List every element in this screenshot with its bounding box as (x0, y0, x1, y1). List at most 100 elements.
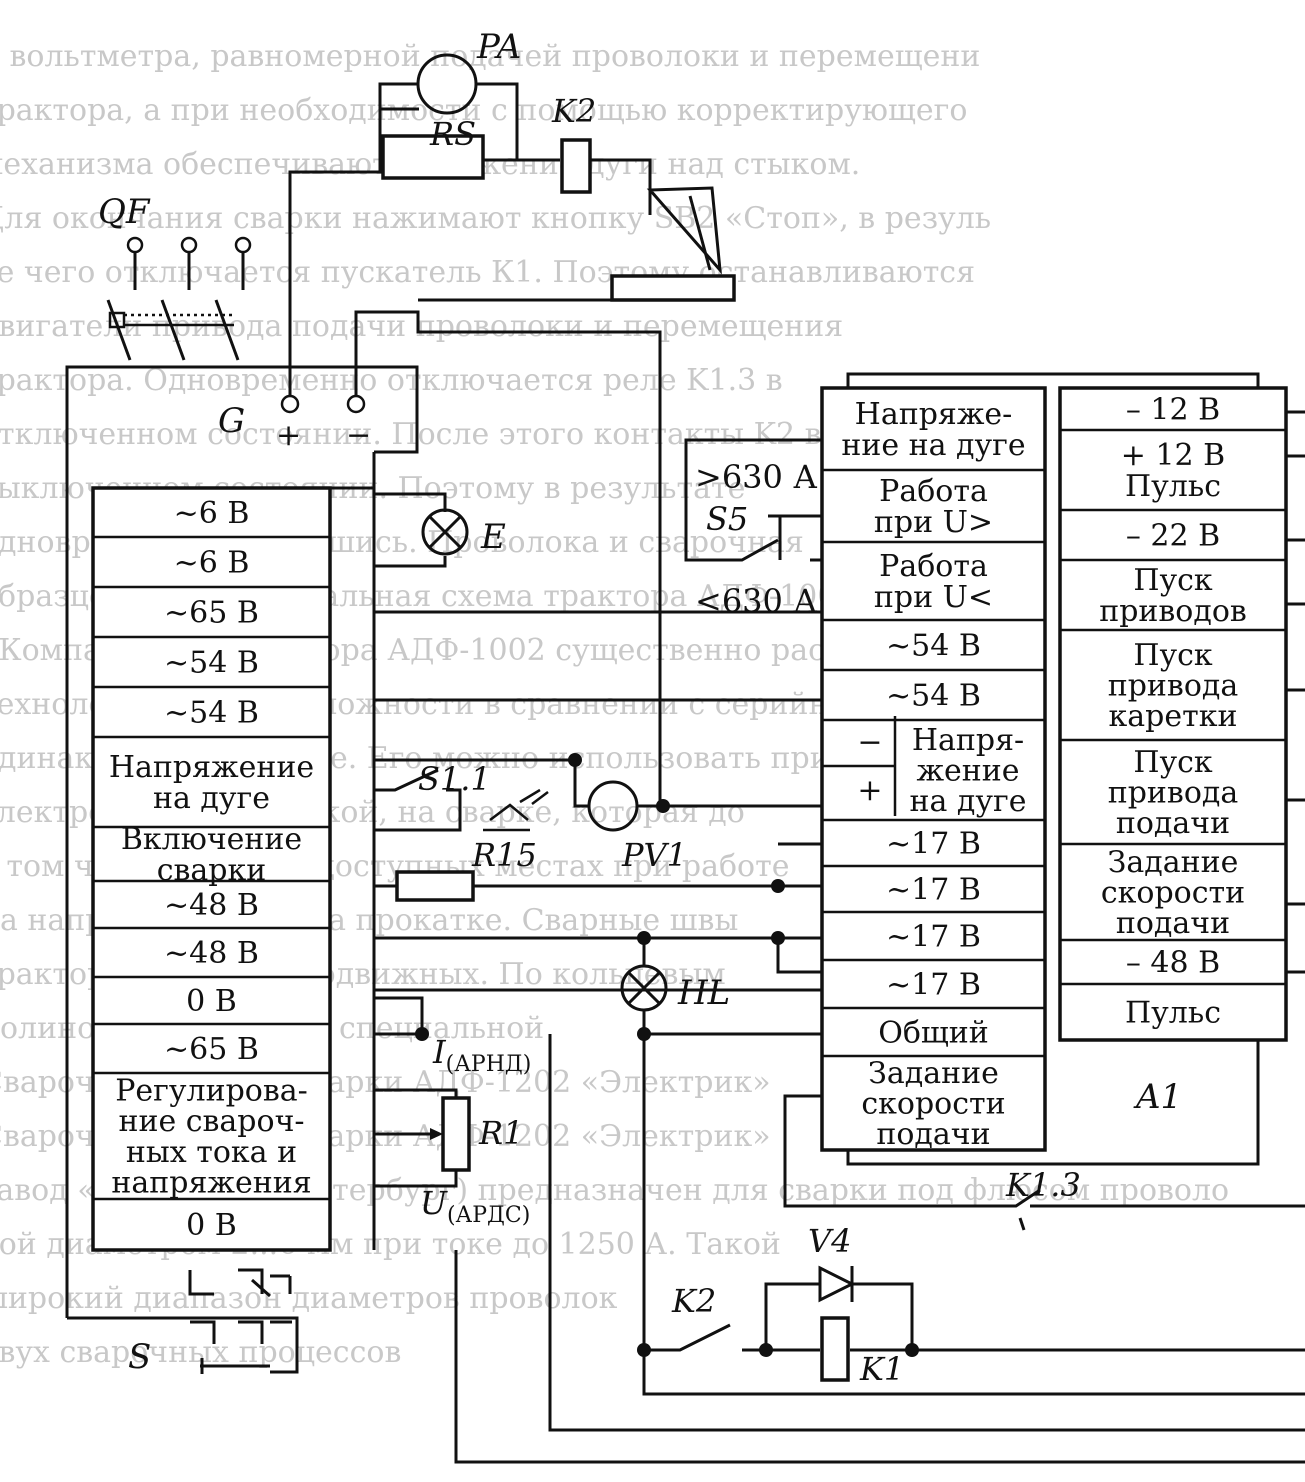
left-row-label-line: сварки (157, 853, 267, 888)
u-ardc-sub: (АРДС) (447, 1203, 530, 1228)
background-text-line: широкий диапазон диаметров проволок (0, 1281, 618, 1316)
left-row-label-line: ~48 В (164, 888, 259, 923)
s5-selector (684, 438, 822, 562)
left-row-label: ~6 В (174, 496, 250, 531)
right-row-label: – 12 В (1126, 393, 1220, 428)
i-arnd-label: I(АРНД) (432, 1033, 531, 1077)
right-row-label-line: привода (1108, 669, 1239, 704)
background-text-line: отключенном состоянии. После этого конта… (0, 417, 822, 452)
mid-row-label-line: ние на дуге (841, 428, 1025, 463)
pv1-voltmeter (374, 753, 822, 832)
middle-terminal-block (820, 386, 1047, 1152)
r15-resistor (395, 870, 475, 902)
left-row-label-line: напряжения (111, 1165, 311, 1200)
mid-row-label-line: Задание (868, 1056, 999, 1091)
left-row-label: 0 В (186, 1208, 237, 1243)
r15-label: R15 (471, 836, 537, 874)
k2-bottom-label: K2 (671, 1282, 716, 1320)
s5-over: >630 А (695, 458, 817, 496)
left-row-label-line: Включение (121, 822, 302, 857)
k1-relay-circuit (637, 1265, 1305, 1396)
k1-3-contact (783, 1094, 1305, 1231)
mid-row-label-line: при U> (874, 505, 993, 540)
pa-label: PA (476, 27, 521, 67)
k2-top-coil (560, 138, 592, 194)
left-row-label: ~54 В (164, 646, 259, 681)
left-row-label-line: ~54 В (164, 696, 259, 731)
left-row-label-line: ных тока и (126, 1135, 297, 1170)
mid-row-label: Напряже-ние на дуге (841, 397, 1025, 463)
right-row-label-line: Пуск (1133, 563, 1213, 598)
left-row-label-line: ~65 В (164, 1032, 259, 1067)
s5-label: S5 (706, 500, 748, 538)
power-source-enclosure (65, 365, 419, 1374)
right-row-label-line: подачи (1116, 806, 1230, 841)
pa-ammeter (378, 53, 519, 160)
v4-label: V4 (808, 1222, 851, 1260)
left-row-label: ~48 В (164, 888, 259, 923)
polarity-minus: − (857, 725, 882, 760)
mid-row-label-line: ~17 В (886, 920, 981, 955)
left-row-label: ~48 В (164, 936, 259, 971)
right-row-label-line: привода (1108, 776, 1239, 811)
left-row-label-line: на дуге (153, 781, 270, 816)
u-ardc-main: U (420, 1184, 448, 1222)
mid-row-label-line: подачи (876, 1117, 990, 1152)
mid-row-label-line: Напряже- (855, 397, 1013, 432)
rs-label: RS (429, 115, 476, 153)
right-row-label-line: Задание (1108, 845, 1239, 880)
mid-row-label: ~17 В (886, 968, 981, 1003)
mid-row-label: ~17 В (886, 873, 981, 908)
left-row-label-line: ~65 В (164, 596, 259, 631)
mid-row-label: ~17 В (886, 827, 981, 862)
left-row-label-line: 0 В (186, 984, 237, 1019)
welding-torch (418, 186, 736, 302)
shunt-wire (483, 158, 652, 215)
right-row-label-line: – 48 В (1126, 946, 1220, 981)
g-label: G (218, 401, 245, 441)
mid-row-label: ~54 В (886, 629, 981, 664)
s-switch (188, 1268, 292, 1374)
mid-row-label-line: на дуге (909, 784, 1026, 819)
right-outgoing-wires (1286, 410, 1305, 974)
left-block-wires (374, 610, 822, 992)
pv1-label: PV1 (621, 836, 687, 874)
right-row-label-line: – 12 В (1126, 393, 1220, 428)
right-row-label-line: каретки (1109, 699, 1238, 734)
g-plus: + (276, 418, 301, 453)
mid-row-label-line: Напря- (912, 723, 1024, 758)
g-minus: − (346, 418, 371, 453)
k1-label: K1 (859, 1350, 904, 1388)
right-row-label-line: Пульс (1125, 469, 1221, 504)
left-row-label-line: Регулирова- (115, 1074, 308, 1109)
qf-breaker (106, 236, 252, 361)
r1-potentiometer (374, 996, 471, 1188)
s5-under: <630 А (695, 582, 817, 620)
rs-shunt (381, 134, 485, 180)
hl-lamp (620, 842, 824, 1350)
right-terminal-block (1058, 386, 1288, 1042)
mid-row-label-line: Общий (878, 1016, 989, 1051)
left-row-label-line: ~6 В (174, 546, 250, 581)
mid-row-label-line: скорости (861, 1087, 1005, 1122)
r1-label: R1 (478, 1114, 523, 1152)
left-row-label-line: 0 В (186, 1208, 237, 1243)
left-row-label: ~65 В (164, 1032, 259, 1067)
background-text-line: и вольтметра, равномерной подачей провол… (0, 39, 980, 74)
right-row-label-line: приводов (1099, 594, 1247, 629)
mid-row-label: ~17 В (886, 920, 981, 955)
mid-row-label-line: ~54 В (886, 629, 981, 664)
bottom-return-wires (454, 1034, 1305, 1464)
left-row-label-line: ~48 В (164, 936, 259, 971)
background-text-line: трактора. Одновременно отключается реле … (0, 363, 783, 398)
e-label: E (480, 517, 506, 557)
background-text-line: трактора, а при необходимости с помощью … (0, 93, 967, 128)
mid-row-label: Общий (878, 1016, 989, 1051)
